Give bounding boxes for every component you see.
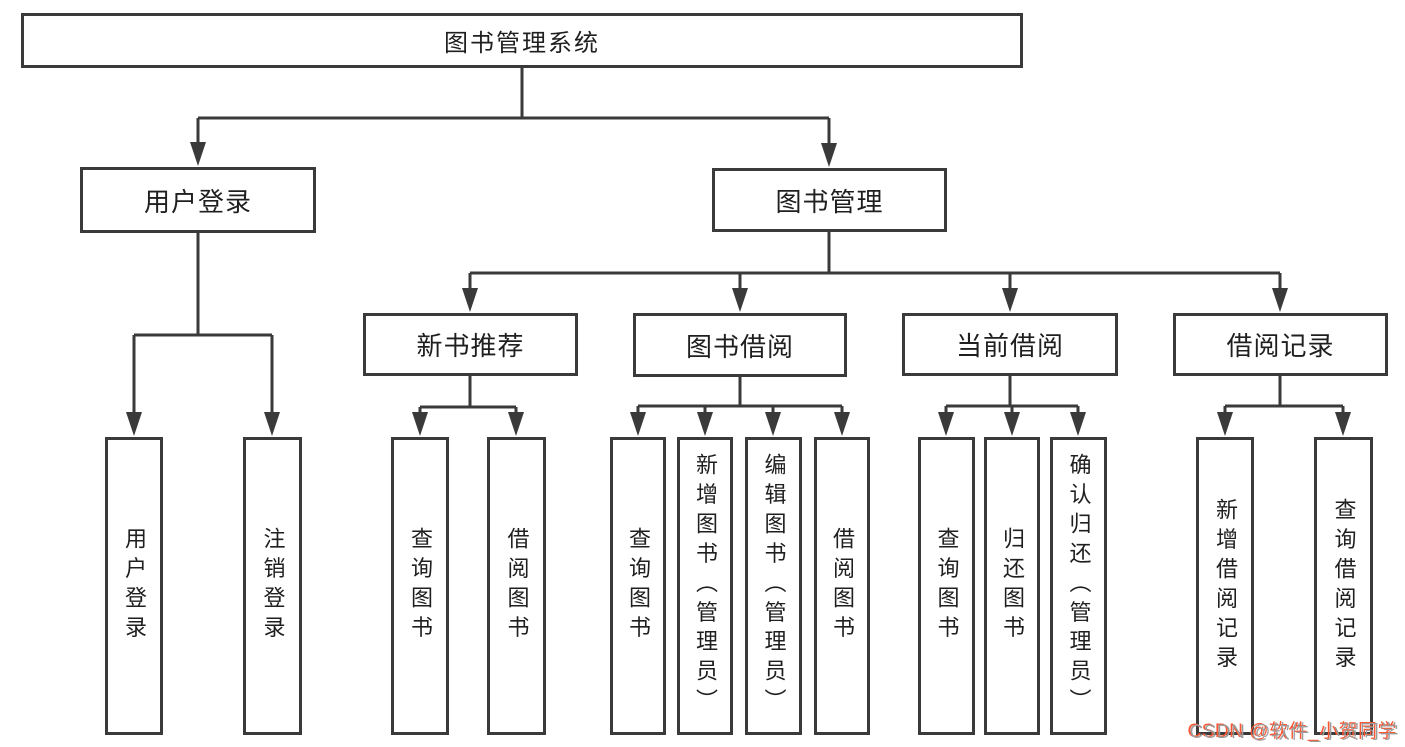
node-book-management: 图书管理 [712,168,947,232]
csdn-watermark: CSDN @软件_小贺同学 [1189,722,1399,743]
leaf-add-borrow-record: 新增借阅记录 [1196,437,1254,735]
connector-current-borrow-children [938,376,1086,436]
leaf-query-books-recommend: 查询图书 [391,437,449,735]
leaf-logout: 注销登录 [243,437,302,735]
leaf-add-book-admin: 新增图书（管理员） [677,437,733,735]
connector-book-management-to-sections [462,232,1288,312]
leaf-query-borrow-record: 查询借阅记录 [1314,437,1373,735]
connector-root-to-level2 [190,68,837,167]
leaf-return-book: 归还图书 [984,437,1040,735]
node-new-book-recommend: 新书推荐 [363,313,578,376]
leaf-edit-book-admin: 编辑图书（管理员） [745,437,802,735]
node-borrow-records: 借阅记录 [1173,313,1388,376]
leaf-label: 用户登录 [122,527,147,645]
leaf-query-books-current: 查询图书 [918,437,975,735]
leaf-label: 查询图书 [934,527,960,645]
leaf-label: 查询图书 [408,527,433,645]
leaf-label: 确认归还（管理员） [1066,453,1092,719]
connector-book-borrow-children [630,377,850,436]
node-current-borrow: 当前借阅 [902,313,1118,376]
leaf-label: 查询借阅记录 [1331,497,1357,675]
node-user-login: 用户登录 [80,167,316,233]
leaf-label: 注销登录 [260,527,286,645]
leaf-label: 借阅图书 [830,527,855,645]
leaf-query-books-borrow: 查询图书 [610,437,666,735]
leaf-borrow-book: 借阅图书 [814,437,870,735]
connector-user-login-children [126,233,280,436]
connector-borrow-records-children [1217,376,1351,436]
leaf-user-login: 用户登录 [105,437,163,735]
connector-new-book-recommend-children [412,376,524,436]
leaf-label: 归还图书 [1000,527,1025,645]
leaf-confirm-return-admin: 确认归还（管理员） [1050,437,1107,735]
leaf-label: 新增图书（管理员） [693,453,718,719]
leaf-borrow-books-recommend: 借阅图书 [487,437,546,735]
node-book-borrow: 图书借阅 [633,313,847,377]
leaf-label: 新增借阅记录 [1213,497,1238,675]
leaf-label: 查询图书 [626,527,651,645]
leaf-label: 借阅图书 [504,527,530,645]
leaf-label: 编辑图书（管理员） [761,453,787,719]
node-root: 图书管理系统 [21,13,1023,68]
